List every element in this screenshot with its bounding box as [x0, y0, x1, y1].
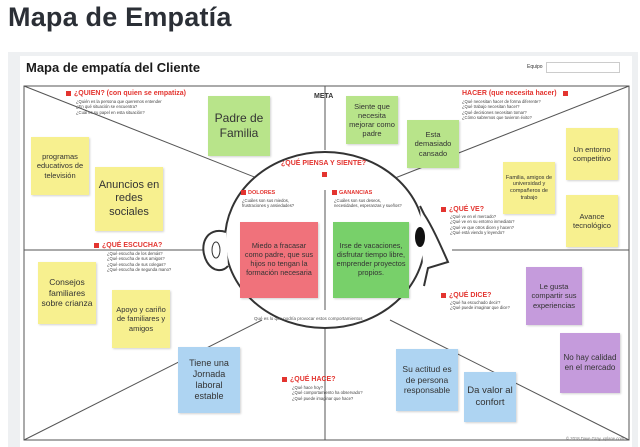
divider-bottom-left	[23, 319, 263, 441]
sticky-note-jornada-laboral[interactable]: Tiene una Jornada laboral estable	[178, 347, 240, 413]
sticky-note-avance-tecnologico[interactable]: Avance tecnológico	[566, 195, 618, 247]
head-eye	[415, 227, 425, 247]
section-escucha-title: ¿QUÉ ESCUCHA?	[94, 242, 162, 249]
divider-top-left	[23, 85, 263, 181]
team-field[interactable]	[546, 62, 620, 73]
copyright-footer: © 2018 Dave Gray, xplane.com	[566, 436, 625, 441]
section-hace-title: ¿QUÉ HACE?	[282, 376, 336, 383]
section-marker-icon	[441, 292, 446, 298]
sticky-note-da-valor[interactable]: Da valor al confort	[464, 372, 516, 422]
page-title: Mapa de Empatía	[8, 2, 232, 32]
sticky-note-siente-necesita[interactable]: Siente que necesita mejorar como padre	[346, 96, 398, 144]
section-dolores-desc: ¿Cuáles son sus miedos, frustraciones y …	[242, 198, 295, 209]
sticky-note-anuncios-redes[interactable]: Anuncios en redes sociales	[95, 167, 163, 231]
section-ve-title: ¿QUÉ VE?	[441, 206, 484, 213]
section-marker-icon	[441, 206, 446, 212]
sticky-note-irse-vacaciones[interactable]: Irse de vacaciones, disfrutar tiempo lib…	[333, 222, 409, 298]
sticky-note-entorno-competitivo[interactable]: Un entorno competitivo	[566, 128, 618, 180]
section-marker-icon	[562, 90, 568, 96]
section-dice-title: ¿QUÉ DICE?	[441, 292, 491, 299]
section-ve-desc: ¿Qué ve en el mercado? ¿Qué ve en su ent…	[450, 214, 515, 236]
piensa-marker	[322, 172, 327, 177]
sticky-note-miedo-fracasar[interactable]: Miedo a fracasar como padre, que sus hij…	[240, 222, 318, 298]
sticky-note-apoyo-carino[interactable]: Apoyo y cariño de familiares y amigos	[112, 290, 170, 348]
section-ganancias-title: GANANCIAS	[339, 190, 373, 196]
sticky-note-no-calidad[interactable]: No hay calidad en el mercado	[560, 333, 620, 393]
center-footer-text: Qué es lo que podría provocar estos comp…	[254, 316, 363, 321]
inner-ear	[211, 241, 221, 259]
team-label: Equipo	[527, 64, 543, 70]
ganancias-marker	[332, 190, 337, 195]
section-quien-title: ¿QUIEN? (con quien se empatiza)	[66, 90, 186, 97]
map-outline	[23, 85, 630, 441]
section-marker-icon	[282, 376, 287, 382]
section-quien-desc: ¿Quién es la persona que queremos entend…	[76, 99, 162, 115]
head-ear	[202, 229, 229, 272]
sticky-note-compartir-experiencias[interactable]: Le gusta compartir sus experiencias	[526, 267, 582, 325]
section-dolores-title: DOLORES	[248, 190, 276, 196]
sticky-note-padre-familia[interactable]: Padre de Familia	[208, 96, 270, 156]
section-ganancias-desc: ¿Cuáles son sus deseos, necesidades, esp…	[334, 198, 402, 209]
board-title: Mapa de empatía del Cliente	[26, 60, 201, 75]
section-marker-icon	[94, 242, 99, 248]
section-hacer-desc: ¿Qué necesitan hacer de forma diferente?…	[462, 99, 541, 121]
dolores-marker	[241, 190, 246, 195]
section-marker-icon	[66, 90, 71, 96]
sticky-note-familia-amigos[interactable]: Familia, amigos de universidad y compañe…	[503, 162, 555, 214]
meta-label: META	[314, 93, 334, 100]
section-piensa-title: ¿QUÉ PIENSA Y SIENTE?	[281, 160, 367, 167]
sticky-note-consejos-familiares[interactable]: Consejos familiares sobre crianza	[38, 262, 96, 324]
section-dice-desc: ¿Qué ha escuchado decir? ¿Qué puede imag…	[450, 300, 510, 311]
section-escucha-desc: ¿Qué escucha de los demás? ¿Qué escucha …	[107, 251, 172, 273]
sticky-note-actitud-responsable[interactable]: Su actitud es de persona responsable	[396, 349, 458, 411]
section-hace-desc: ¿Qué hace hoy? ¿Qué comportamiento ha ob…	[292, 385, 363, 401]
section-hacer-title: HACER (que necesita hacer)	[462, 90, 571, 97]
sticky-note-programas-tv[interactable]: programas educativos de televisión	[31, 137, 89, 195]
head-face	[419, 205, 450, 287]
sticky-note-esta-cansado[interactable]: Esta demasiado cansado	[407, 120, 459, 168]
